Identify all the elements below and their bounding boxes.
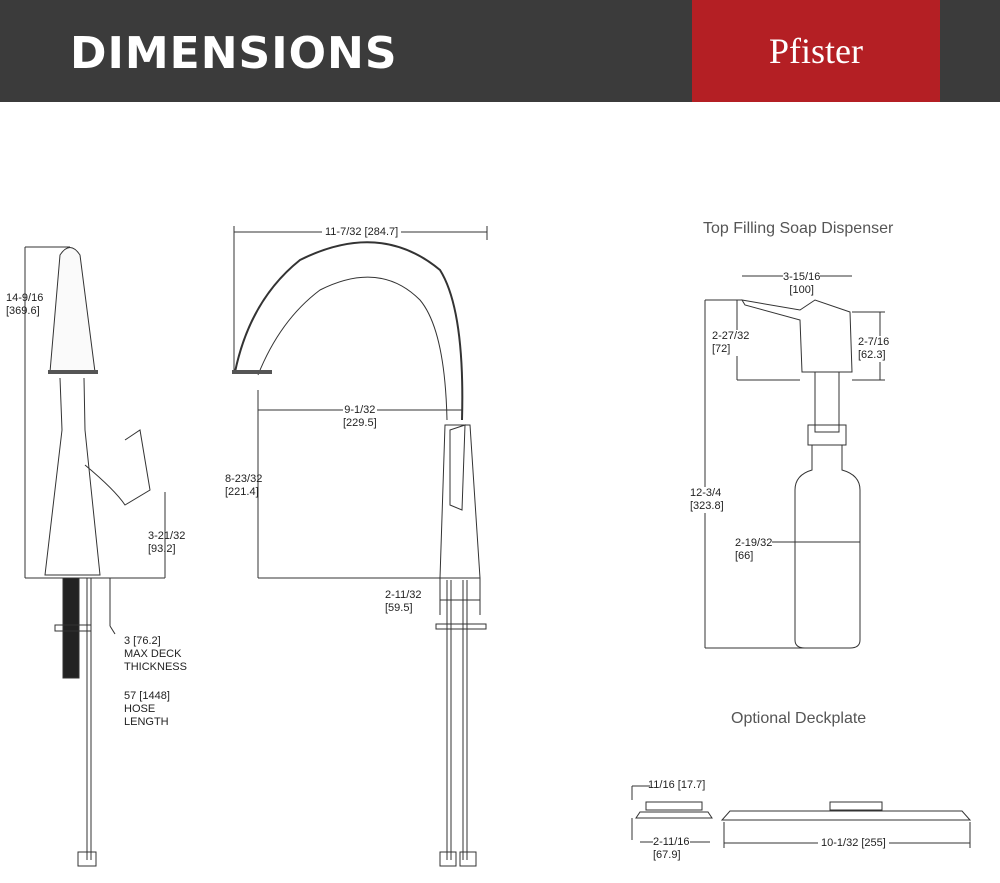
- header: DIMENSIONS Pfister: [0, 0, 1000, 102]
- height-label: 14-9/16[369.6]: [6, 292, 44, 317]
- reach-label: 9-1/32[229.5]: [343, 404, 377, 430]
- deckplate-height-label: 11/16 [17.7]: [648, 779, 706, 791]
- deckplate-title: Optional Deckplate: [731, 710, 867, 727]
- faucet-side-view: [24, 246, 166, 867]
- deckplate-depth-label: 2-11/16[67.9]: [653, 836, 690, 862]
- brand-logo: Pfister: [692, 0, 940, 102]
- spout-height-label: 8-23/32[221.4]: [225, 473, 263, 498]
- handle-height-label: 3-21/32[93.2]: [148, 530, 186, 555]
- deckplate-width-label: 10-1/32 [255]: [818, 837, 889, 850]
- soap-dispenser-drawing: [704, 275, 885, 649]
- soap-head-height-label: 2-7/16[62.3]: [858, 336, 890, 362]
- faucet-front-view: [232, 226, 488, 867]
- soap-total-height-label: 12-3/4[323.8]: [690, 487, 724, 513]
- page-title: DIMENSIONS: [70, 28, 398, 79]
- soap-width-label: 3-15/16[100]: [783, 271, 821, 297]
- soap-dispenser-title: Top Filling Soap Dispenser: [703, 220, 894, 237]
- soap-pump-height-label: 2-27/32[72]: [712, 330, 750, 356]
- soap-bottle-width-label: 2-19/32[66]: [735, 537, 773, 563]
- base-width-label: 2-11/32[59.5]: [385, 589, 422, 614]
- width-label: 11-7/32 [284.7]: [322, 226, 402, 239]
